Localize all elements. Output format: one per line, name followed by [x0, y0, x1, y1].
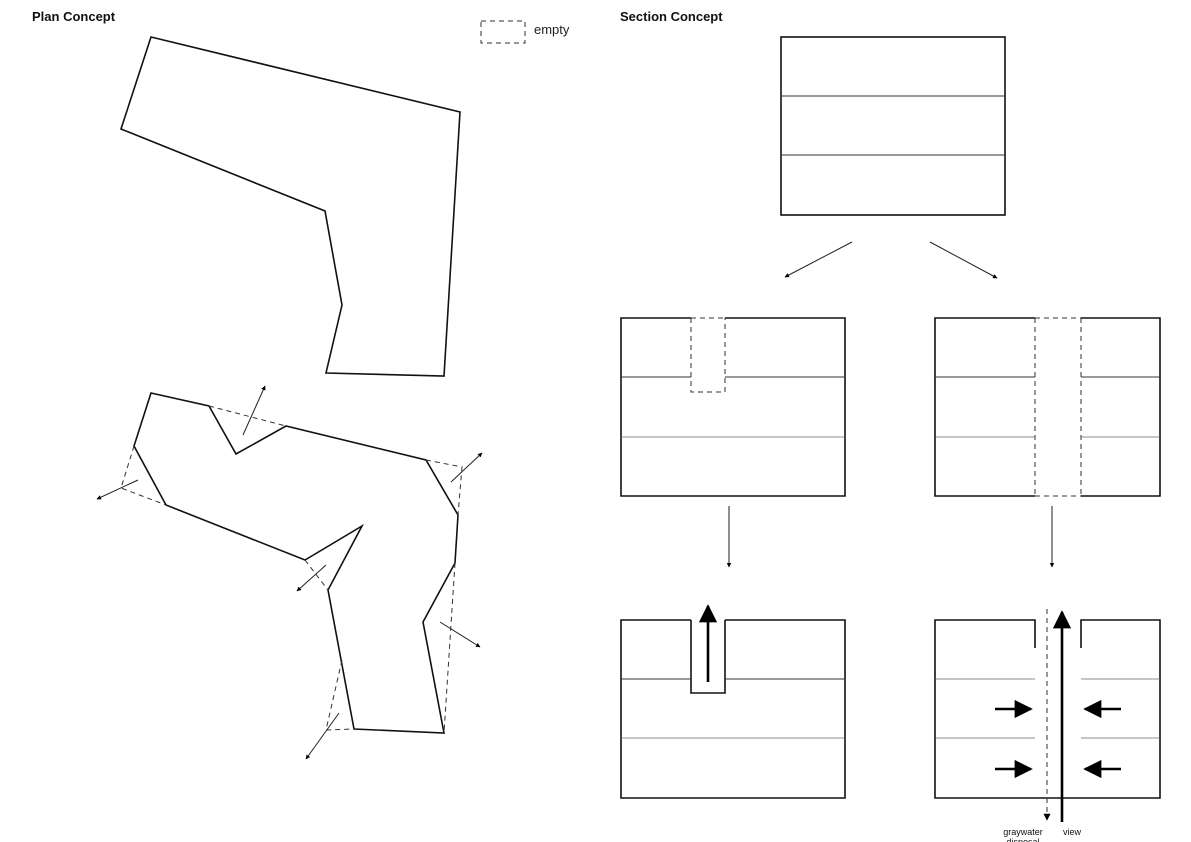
- section-option-b-void: [934, 317, 1161, 497]
- plan-push-arrows: [96, 385, 483, 760]
- graywater-label: graywater: [1003, 827, 1043, 837]
- section-result-a-lightwell: [620, 604, 846, 799]
- legend-empty-swatch: [480, 20, 526, 44]
- plan-title: Plan Concept: [32, 9, 116, 24]
- section-title: Section Concept: [620, 9, 723, 24]
- section-option-a-void: [620, 317, 846, 497]
- plan-carved-outline: [133, 392, 459, 734]
- view-label: view: [1063, 827, 1082, 837]
- section-initial-block: [780, 36, 1006, 216]
- section-down-arrows: [726, 506, 1055, 568]
- section-result-b-atrium: graywater disposal view: [934, 609, 1161, 842]
- plan-shape-initial: [120, 36, 461, 377]
- disposal-label: disposal: [1006, 837, 1039, 842]
- legend-empty-label: empty: [534, 22, 570, 37]
- section-split-arrows: [784, 241, 998, 279]
- plan-shape-carved: [96, 385, 483, 760]
- plan-removed-edges: [120, 405, 463, 734]
- legend: empty: [480, 20, 570, 44]
